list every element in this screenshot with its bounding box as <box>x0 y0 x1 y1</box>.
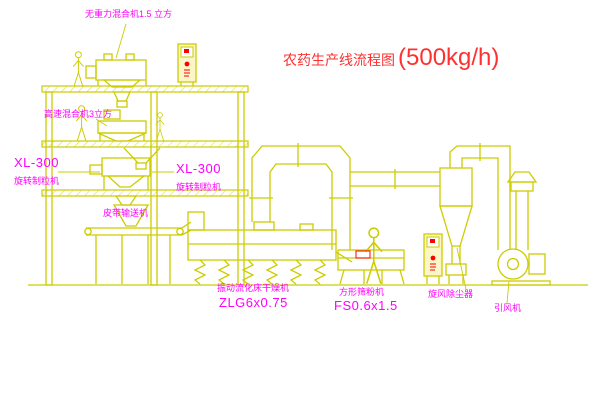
control-cabinet-1 <box>177 43 197 86</box>
building-frame <box>41 85 249 286</box>
label-belt-conveyor: 皮带输送机 <box>103 208 149 218</box>
worker-icon <box>364 227 383 285</box>
label-dryer-model: ZLG6x0.75 <box>219 295 288 310</box>
gravity-mixer <box>85 53 147 108</box>
high-speed-mixer <box>97 109 147 142</box>
cyclone-inlet-duct <box>350 169 440 189</box>
induced-draft-fan <box>491 248 551 286</box>
worker-icon <box>72 51 85 88</box>
label-sifter-name: 方形筛粉机 <box>339 287 385 297</box>
fan-inlet-duct <box>449 143 511 250</box>
label-granulator-center-model: XL-300 <box>176 161 221 176</box>
control-cabinet-2 <box>423 233 443 284</box>
diagram-title: 农药生产线流程图 (500kg/h) <box>283 44 499 72</box>
cyclone-separator <box>439 167 473 284</box>
label-granulator-left-model: XL-300 <box>14 155 59 170</box>
title-text: 农药生产线流程图 <box>283 52 395 68</box>
label-dryer-name: 振动流化床干燥机 <box>217 283 290 293</box>
diverter-chute <box>123 147 161 170</box>
rotary-granulator <box>89 157 151 206</box>
fluid-bed-dryer <box>187 211 353 285</box>
belt-conveyor <box>84 204 192 284</box>
label-granulator-center-name: 旋转制粒机 <box>176 182 222 192</box>
label-fan: 引风机 <box>494 303 522 313</box>
label-granulator-left-name: 旋转制粒机 <box>14 176 60 186</box>
label-cyclone: 旋风除尘器 <box>428 289 474 299</box>
label-high-speed-mixer: 高速混合机3立方 <box>44 109 113 119</box>
leader-lines <box>58 23 510 304</box>
label-sifter-model: FS0.6x1.5 <box>334 298 398 313</box>
square-sifter <box>337 249 405 285</box>
title-capacity: (500kg/h) <box>398 44 500 71</box>
transfer-duct <box>249 143 353 250</box>
label-gravity-mixer: 无重力混合机1.5 立方 <box>85 9 173 19</box>
exhaust-stack <box>506 171 538 250</box>
